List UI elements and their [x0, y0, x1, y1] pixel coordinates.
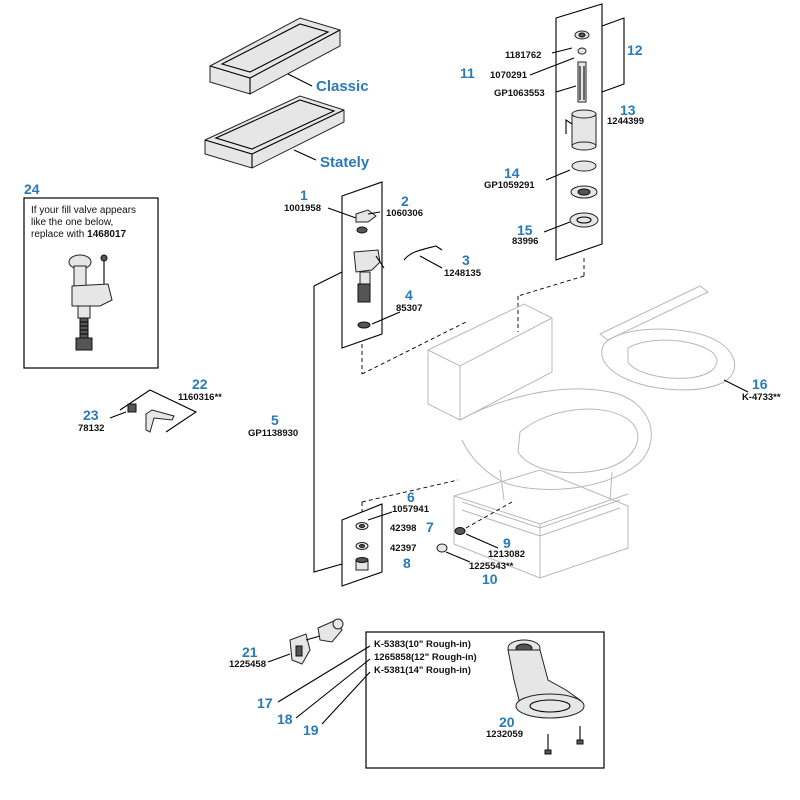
toilet-seat-illustration	[599, 285, 736, 391]
callout-23-part: 78132	[78, 423, 104, 434]
callout-11-number: 11	[460, 65, 475, 81]
fill-valve-note-line3-text: replace with	[31, 229, 87, 240]
callout-1-part: 1001958	[284, 203, 321, 214]
rough-in-option-1-part: K-5383	[374, 639, 405, 650]
bolt-kit-group-bracket	[341, 503, 383, 587]
callout-4-part: 85307	[396, 303, 422, 314]
callout-7-number: 7	[426, 519, 434, 535]
callout-20-part: 1232059	[486, 729, 523, 740]
callout-15-part: 83996	[512, 236, 538, 247]
callout-13-number: 13	[620, 102, 636, 118]
callout-9-number: 9	[503, 535, 511, 551]
flush-valve-seal-illustration	[571, 160, 597, 172]
rough-in-option-2-desc: (12" Rough-in)	[411, 652, 477, 663]
rough-in-option-1-desc: (10" Rough-in)	[405, 639, 471, 650]
callout-8-part: 42397	[390, 543, 416, 554]
callout-12-number: 12	[627, 42, 643, 58]
callout-11-part: 1070291	[490, 70, 528, 81]
old-fill-valve-illustration	[68, 254, 113, 351]
callout-6-part: 1057941	[392, 504, 430, 515]
callout-2-number: 2	[401, 193, 409, 209]
callout-14-part: GP1059291	[484, 180, 535, 191]
callout-9-part: 1213082	[488, 549, 525, 560]
fill-valve-replacement-part: 1468017	[87, 229, 126, 240]
callout-16-part: K-4733**	[742, 392, 781, 403]
flush-valve-body-illustration	[565, 109, 597, 151]
tank-to-bowl-gasket-illustration	[569, 212, 599, 228]
flush-valve-part-gp1063553: GP1063553	[494, 88, 545, 99]
callout-6-number: 6	[407, 489, 415, 505]
callout-1-number: 1	[300, 187, 308, 203]
rough-in-option-2: 1265858(12" Rough-in)	[374, 652, 477, 663]
callout-22-number: 22	[192, 376, 208, 392]
fill-valve-note-line2: like the one below,	[31, 217, 113, 228]
fill-valve-group-bracket	[341, 181, 383, 349]
callout-7-part: 42398	[390, 523, 416, 534]
rough-in-option-3-part: K-5381	[374, 665, 406, 676]
rough-in-option-3-desc: (14" Rough-in)	[405, 665, 471, 676]
callout-8-number: 8	[403, 555, 411, 571]
callout-10-number: 10	[482, 571, 498, 587]
fill-valve-note-line3: replace with 1468017	[31, 229, 127, 240]
rough-in-adapter-illustration	[507, 639, 585, 755]
callout-22-part: 1160316**	[178, 392, 222, 403]
callout-21-part: 1225458	[229, 659, 266, 670]
lid-classic-label: Classic	[316, 78, 369, 95]
lid-stately-label: Stately	[320, 154, 370, 171]
refill-tube-illustration	[403, 245, 443, 261]
rough-in-option-2-part: 1265858	[374, 652, 411, 663]
callout-23-number: 23	[83, 407, 99, 423]
callout-5-bracket	[313, 271, 343, 573]
flush-valve-top-parts-illustration	[574, 30, 590, 103]
trip-lever-illustration	[127, 403, 175, 433]
callout-5-part: GP1138930	[248, 428, 298, 439]
callout-19-number: 19	[303, 722, 319, 738]
fill-valve-illustration	[353, 209, 385, 329]
rough-in-option-3: K-5381(14" Rough-in)	[374, 665, 471, 676]
callout-5-number: 5	[271, 412, 279, 428]
callout-17-number: 17	[257, 695, 273, 711]
bolt-kit-illustration	[355, 522, 369, 571]
callout-4-number: 4	[405, 287, 413, 303]
callout-2-part: 1060306	[386, 208, 423, 219]
bolt-cap-illustration	[436, 527, 466, 553]
callout-12-part: 1181762	[505, 50, 541, 61]
callout-16-number: 16	[752, 376, 768, 392]
callout-24-number: 24	[24, 181, 40, 197]
callout-13-part: 1244399	[607, 116, 644, 127]
rough-in-option-1: K-5383(10" Rough-in)	[374, 639, 471, 650]
callout-14-number: 14	[504, 165, 520, 181]
fill-valve-note-line1: If your fill valve appears	[31, 205, 136, 216]
callout-3-number: 3	[462, 252, 470, 268]
callout-12-bracket	[601, 17, 625, 93]
flush-valve-group-bracket	[555, 3, 603, 261]
toilet-outline	[427, 303, 652, 579]
callout-18-number: 18	[277, 711, 293, 727]
flush-valve-seat-illustration	[570, 185, 598, 199]
callout-15-number: 15	[517, 222, 533, 238]
lid-classic	[209, 17, 341, 95]
lid-stately	[204, 95, 345, 169]
supply-stop-illustration	[289, 618, 344, 665]
callout-21-number: 21	[242, 644, 258, 660]
callout-3-part: 1248135	[444, 268, 482, 279]
callout-20-number: 20	[499, 714, 515, 730]
callout-10-part: 1225543**	[469, 561, 514, 572]
